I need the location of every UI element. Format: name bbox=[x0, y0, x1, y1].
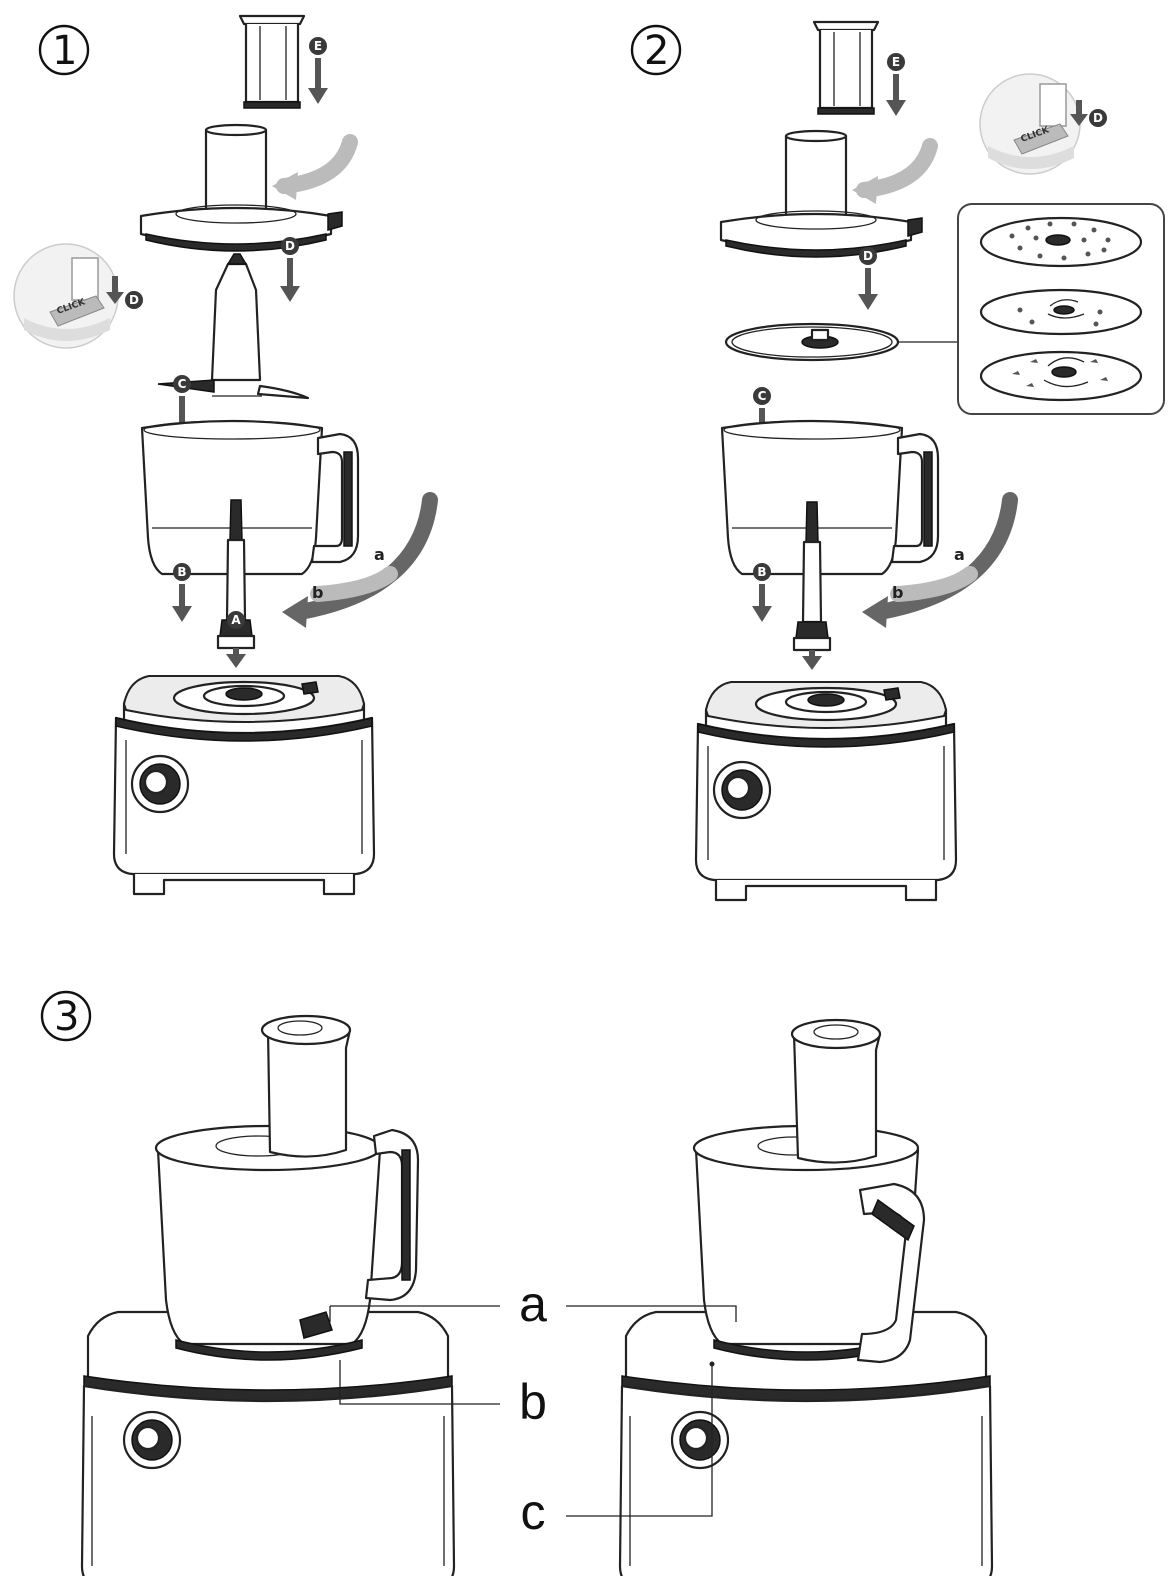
arrow-down-icon bbox=[172, 584, 192, 622]
arrow-down-icon bbox=[752, 584, 772, 622]
part-label-b: B bbox=[177, 565, 186, 579]
part-badge-e bbox=[887, 53, 905, 71]
rotate-arrowhead-icon bbox=[282, 596, 308, 628]
step-number-circle bbox=[630, 24, 682, 76]
lid-with-feed-tube bbox=[719, 129, 924, 259]
part-badge-b bbox=[753, 563, 771, 581]
part-label-d: D bbox=[285, 239, 295, 253]
assembled-food-processor-left bbox=[80, 1014, 456, 1576]
part-label-d: D bbox=[863, 249, 873, 263]
arrow-down-icon bbox=[106, 276, 124, 304]
assembled-food-processor-right bbox=[618, 1018, 994, 1576]
processing-bowl bbox=[140, 419, 360, 576]
part-label-b: B bbox=[757, 565, 766, 579]
rotate-arrowhead-icon bbox=[272, 172, 298, 200]
click-inset: CLICK D bbox=[979, 73, 1107, 175]
processing-bowl bbox=[720, 419, 940, 576]
control-knob-icon bbox=[670, 1410, 730, 1470]
arrow-down-icon bbox=[886, 74, 906, 116]
control-knob-icon bbox=[122, 1410, 182, 1470]
part-badge-d bbox=[1089, 109, 1107, 127]
control-knob-icon bbox=[130, 754, 190, 814]
part-label-c: C bbox=[758, 389, 767, 403]
arrow-down-icon bbox=[280, 258, 300, 302]
part-badge-e bbox=[309, 37, 327, 55]
part-label-d: D bbox=[1093, 111, 1103, 125]
step-number: 2 bbox=[644, 28, 669, 74]
rotate-arrowhead-icon bbox=[852, 176, 878, 204]
callout-label-b: b bbox=[519, 1374, 547, 1430]
food-pusher bbox=[238, 14, 306, 110]
part-label-a: A bbox=[231, 613, 241, 627]
arrow-down-icon bbox=[858, 268, 878, 310]
part-label-d: D bbox=[129, 293, 139, 307]
step-1: 1 E D CLICK D C bbox=[13, 14, 438, 896]
step-number-circle bbox=[38, 24, 90, 76]
step-number: 3 bbox=[54, 994, 79, 1040]
grating-slicing-disc bbox=[979, 350, 1143, 402]
step-2: 2 E D CLICK D bbox=[630, 20, 1165, 902]
part-badge-d bbox=[125, 291, 143, 309]
chopping-blade bbox=[157, 253, 310, 400]
callout-label-a: a bbox=[519, 1276, 547, 1332]
click-inset: CLICK D bbox=[13, 243, 143, 349]
slicing-disc bbox=[724, 322, 900, 362]
arrow-down-icon bbox=[1070, 100, 1088, 126]
control-knob-icon bbox=[712, 760, 772, 820]
part-label-e: E bbox=[892, 55, 900, 69]
lock-label-b: b bbox=[892, 583, 903, 602]
part-badge-b bbox=[173, 563, 191, 581]
arrow-down-icon bbox=[226, 648, 246, 668]
part-badge-d bbox=[859, 247, 877, 265]
lock-label-a: a bbox=[954, 545, 965, 564]
disc-options-panel bbox=[957, 203, 1165, 415]
part-badge-c bbox=[753, 387, 771, 405]
lock-label-a: a bbox=[374, 545, 385, 564]
part-label-c: C bbox=[178, 377, 187, 391]
arrow-down-icon bbox=[802, 650, 822, 670]
coarse-slicing-disc bbox=[979, 288, 1143, 336]
part-badge-c bbox=[173, 375, 191, 393]
food-pusher bbox=[812, 20, 880, 116]
arrow-down-icon bbox=[308, 58, 328, 104]
rotate-arrow-icon bbox=[890, 566, 978, 602]
callout-b: b bbox=[339, 1360, 547, 1430]
rotate-arrow-icon bbox=[310, 566, 398, 602]
part-badge-a bbox=[227, 611, 245, 629]
lock-label-b: b bbox=[312, 583, 323, 602]
rotate-arrowhead-icon bbox=[862, 596, 888, 628]
callout-c: c bbox=[521, 1361, 715, 1540]
step-3: 3 bbox=[40, 990, 994, 1576]
part-badge-d bbox=[281, 237, 299, 255]
fine-grating-disc bbox=[979, 216, 1143, 268]
step-number-circle bbox=[40, 990, 92, 1042]
step-number: 1 bbox=[52, 28, 77, 74]
callout-a: a bbox=[329, 1276, 737, 1332]
callout-label-c: c bbox=[521, 1484, 546, 1540]
part-label-e: E bbox=[314, 39, 322, 53]
